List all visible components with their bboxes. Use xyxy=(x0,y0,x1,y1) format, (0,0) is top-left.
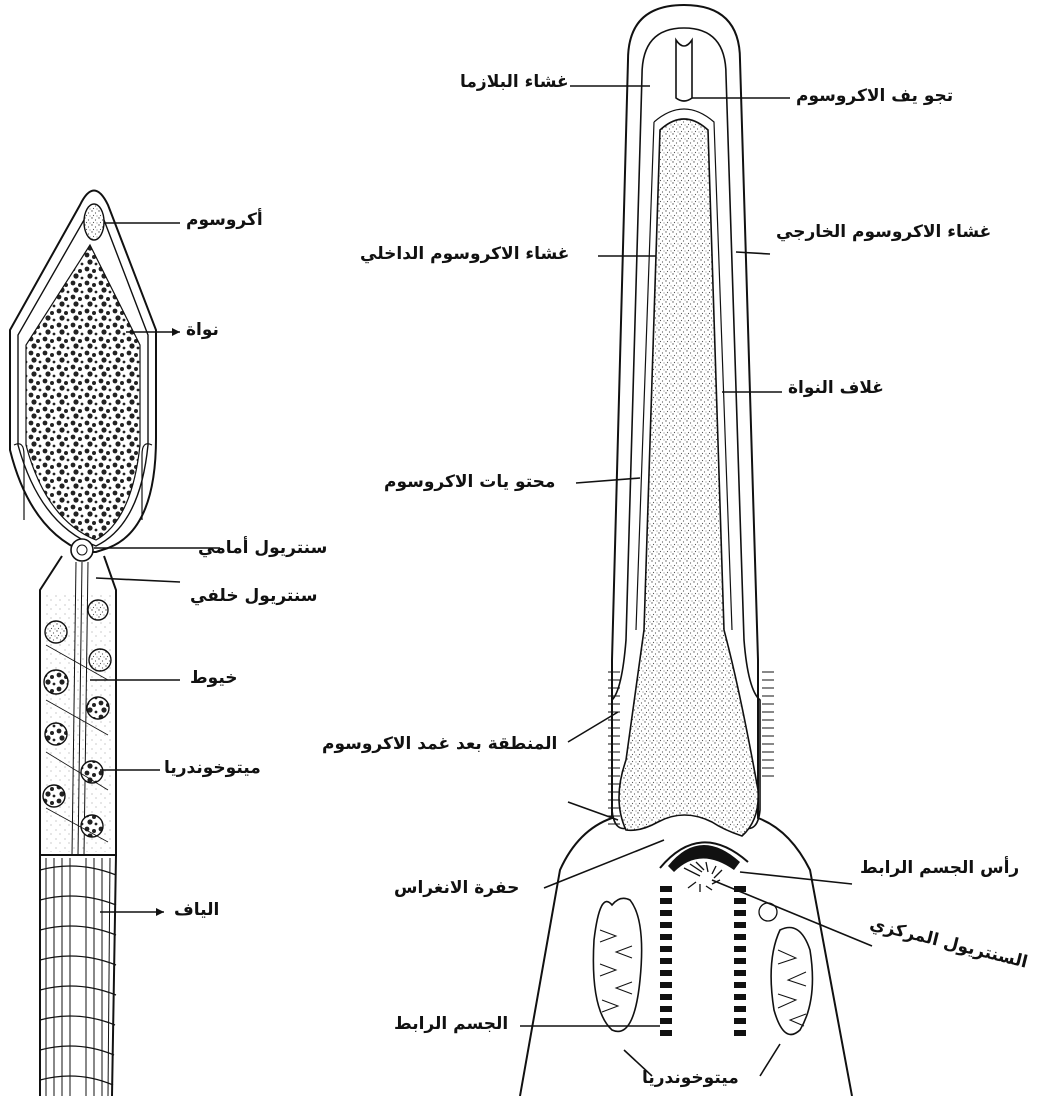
label-nuclear-envelope: غلاف النواة xyxy=(788,380,884,397)
right-left-mitochondrion xyxy=(593,898,641,1031)
label-distal-centriole: سنتريول خلفي xyxy=(190,588,318,605)
right-right-mitochondrion xyxy=(759,903,812,1035)
label-connecting-piece: الجسم الرابط xyxy=(394,1016,508,1033)
label-acrosome-contents: محتو يات الاكروسوم xyxy=(384,474,555,491)
label-inner-acrosome-membrane: غشاء الاكروسوم الداخلي xyxy=(360,246,569,263)
label-postacrosomal-region: المنطقة بعد غمد الاكروسوم xyxy=(322,736,557,753)
label-implantation-fossa: حفرة الانغراس xyxy=(394,880,519,897)
label-plasma-membrane: غشاء البلازما xyxy=(460,74,569,91)
label-right-mitochondria: ميتوخوندريا xyxy=(642,1070,739,1087)
label-acrosome: أكروسوم xyxy=(186,212,263,229)
label-connecting-piece-head: رأس الجسم الرابط xyxy=(860,860,1019,877)
label-left-mitochondria: ميتوخوندريا xyxy=(164,760,261,777)
label-nucleus: نواة xyxy=(186,322,219,339)
label-filaments: خيوط xyxy=(190,670,238,687)
label-acrosome-cavity: تجو يف الاكروسوم xyxy=(796,88,953,105)
label-outer-acrosome-membrane: غشاء الاكروسوم الخارجي xyxy=(776,224,991,241)
right-sperm-figure xyxy=(520,5,872,1096)
label-proximal-centriole: سنتريول أمامي xyxy=(198,540,327,557)
label-fibers: الياف xyxy=(174,902,219,919)
